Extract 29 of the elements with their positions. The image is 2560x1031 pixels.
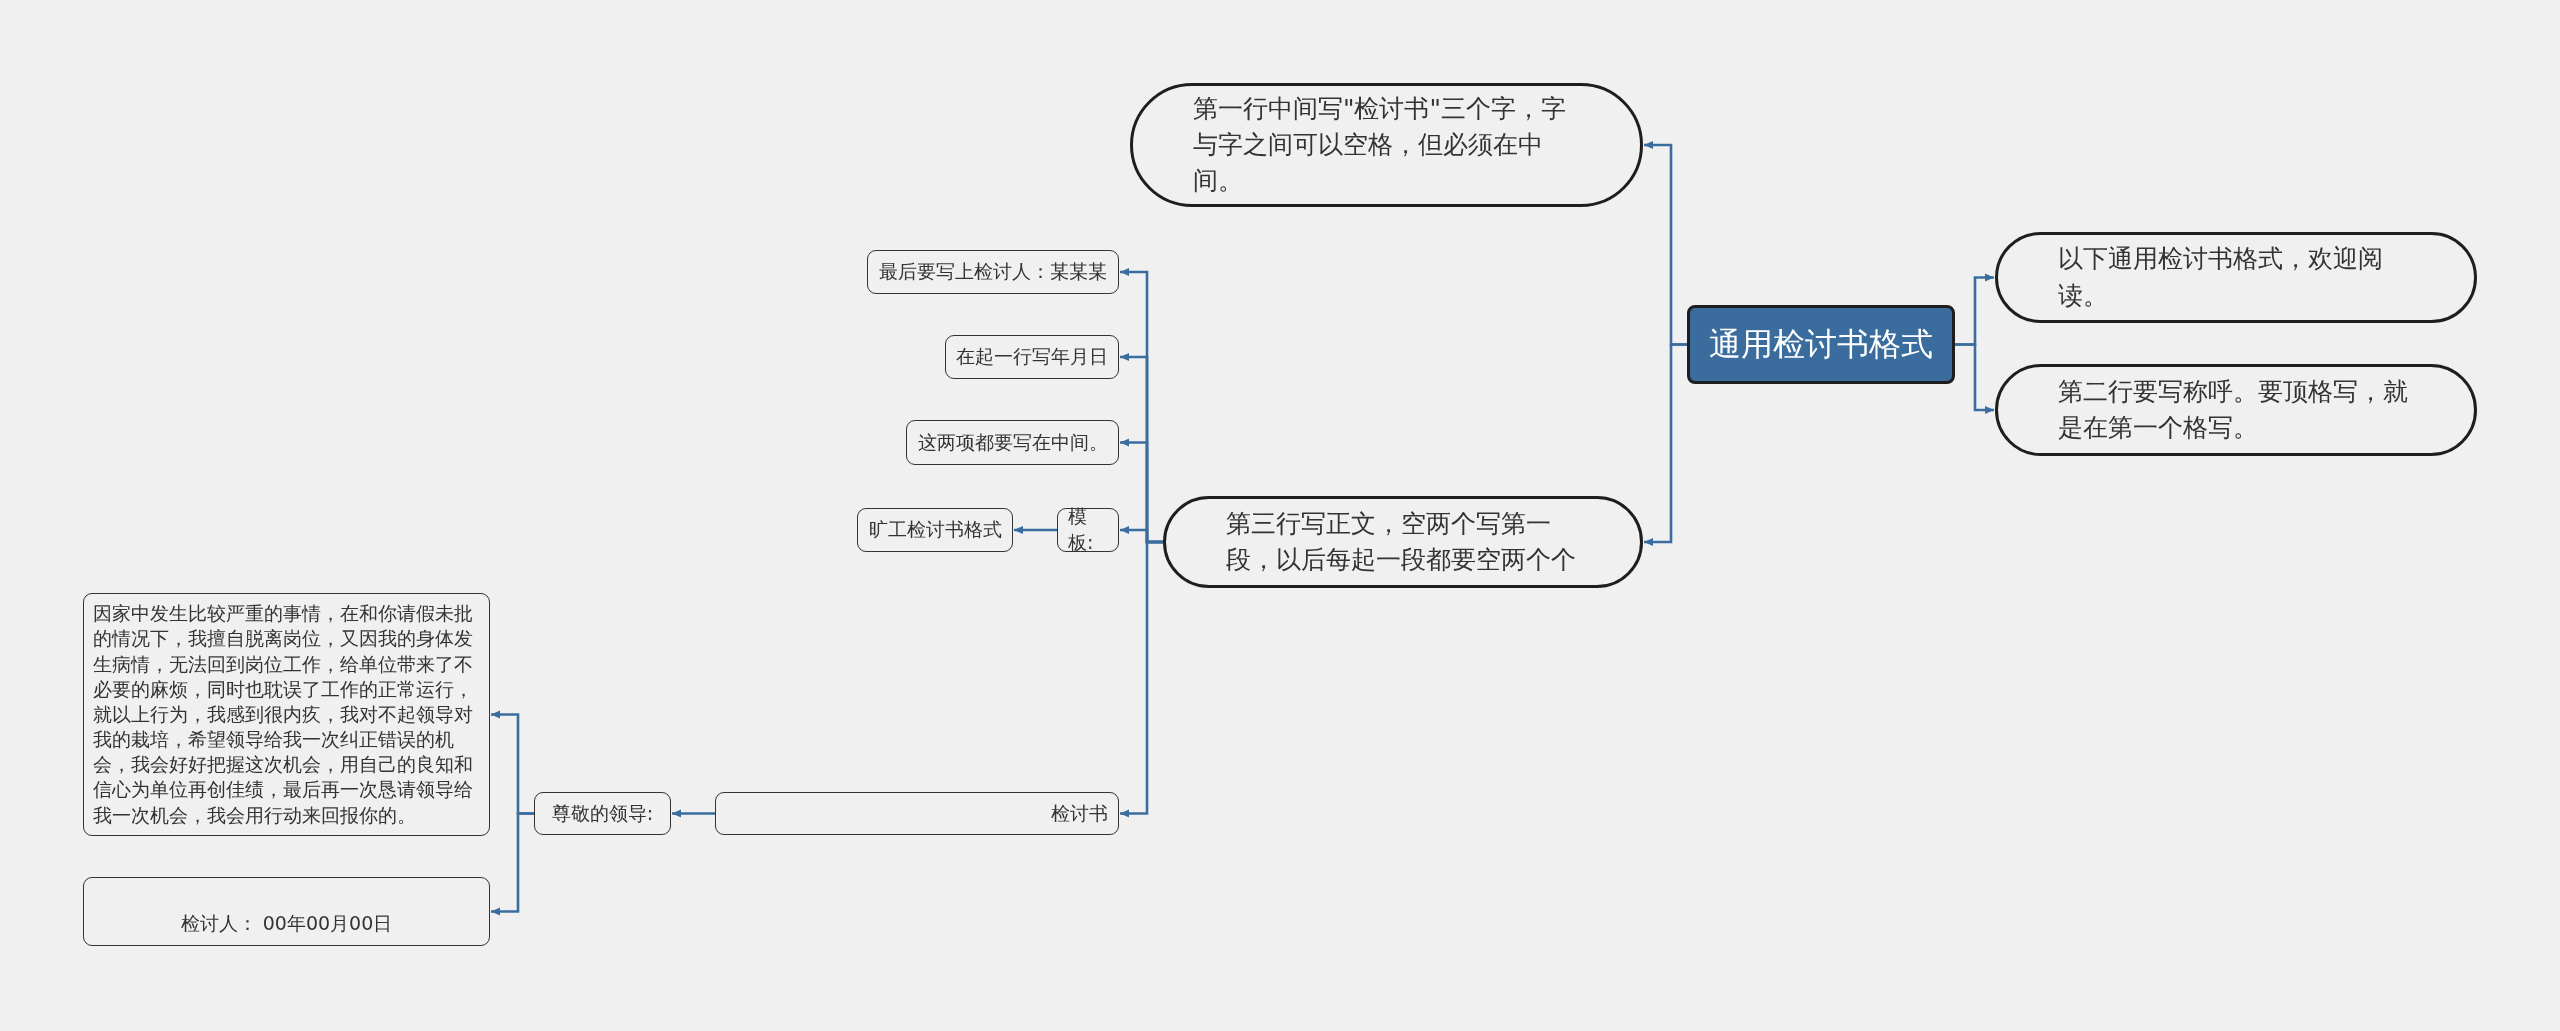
arrow [1955, 343, 1994, 414]
arrow [1644, 343, 1687, 546]
node-text: 尊敬的领导: [551, 800, 654, 826]
arrow [1120, 540, 1163, 818]
arrow [1014, 526, 1057, 534]
item-box [857, 508, 1013, 552]
item-box [715, 792, 1119, 835]
topic-box [1687, 305, 1955, 384]
node-text: 模板: [1068, 504, 1095, 555]
node-text: 在起一行写年月日 [956, 344, 1108, 369]
item-box [867, 250, 1119, 294]
node-text: 最后要写上检讨人：某某某 [879, 259, 1107, 284]
node-text: 这两项都要写在中间。 [917, 429, 1108, 455]
item-box [945, 335, 1119, 379]
node-text: 第三行写正文，空两个写第一段，以后每起一段都要空两个个 [1226, 507, 1577, 576]
node-text: 通用检讨书格式 [1709, 323, 1933, 365]
node-text: 检讨书 [1051, 800, 1108, 826]
arrow [491, 812, 534, 916]
arrow [672, 809, 715, 818]
node-text: 旷工检讨书格式 [868, 517, 1002, 542]
item-box [83, 877, 490, 946]
node-text: 第二行要写称呼。要顶格写，就是在第一个格写。 [2058, 375, 2409, 444]
item-box [534, 792, 671, 835]
item-box [906, 420, 1119, 465]
node-text: 第一行中间写"检讨书"三个字，字与字之间可以空格，但必须在中间。 [1193, 92, 1567, 198]
node-text: 因家中发生比较严重的事情，在和你请假未批的情况下，我擅自脱离岗位，又因我的身体发生病情，无法回到岗位工作，给单位带来了不必要的麻烦，同时也耽误了工作的正常运行，就以上行为，我感到很内疚，我对不起领导对我的栽培，希望领导给我一次纠正错误的机会，我会好好把握这次机会，用自己的良知和信心为单位再创佳绩，最后再一次恳请领导给我一次机会，我会用行动来回报你的。 [93, 602, 474, 828]
node-text: 以下通用检讨书格式，欢迎阅读。 [2058, 243, 2384, 312]
item-box [1057, 508, 1119, 552]
node-text: 检讨人： 00年00月00日 [180, 911, 393, 936]
